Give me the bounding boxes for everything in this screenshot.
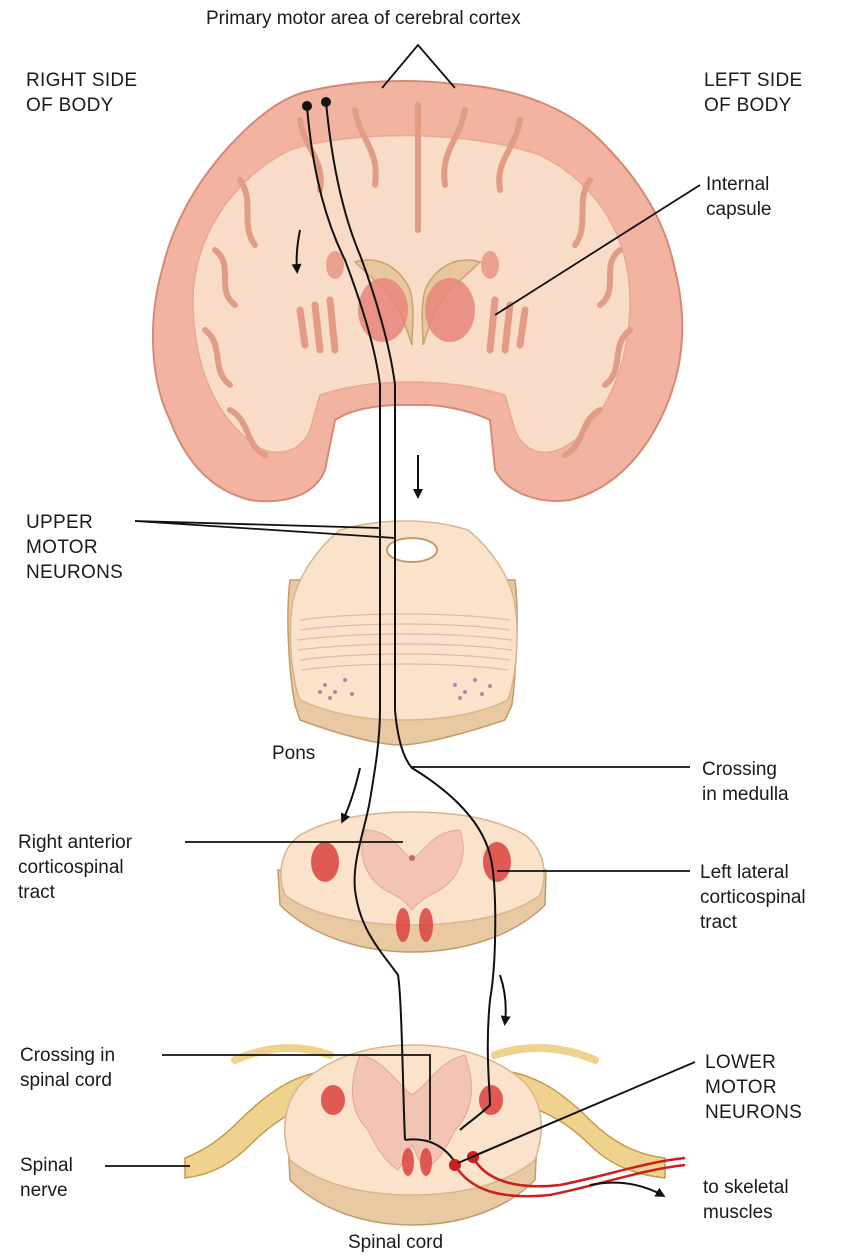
label-lower-motor-neurons: LOWER MOTOR NEURONS	[705, 1050, 802, 1125]
pons-section	[288, 521, 517, 745]
label-upper-motor-neurons: UPPER MOTOR NEURONS	[26, 510, 123, 585]
right-lateral-tract-cord	[321, 1085, 345, 1115]
spinal-cord-section	[185, 1045, 665, 1225]
anterior-tract-right	[419, 908, 433, 942]
label-spinal-cord: Spinal cord	[348, 1230, 443, 1255]
upper-motor-neuron-cell-body-2	[321, 97, 331, 107]
arrow-to-medulla	[343, 768, 360, 820]
medulla-section	[278, 812, 546, 952]
right-lateral-tract-medulla	[311, 842, 339, 882]
label-internal-capsule: Internal capsule	[706, 172, 772, 222]
dorsal-root-left	[235, 1048, 330, 1060]
label-left-lateral-corticospinal-tract: Left lateral corticospinal tract	[700, 860, 806, 935]
label-right-side-of-body: RIGHT SIDE OF BODY	[26, 68, 137, 118]
arrow-to-spinal-cord	[500, 975, 506, 1022]
label-to-skeletal-muscles: to skeletal muscles	[703, 1175, 789, 1225]
label-primary-motor-area: Primary motor area of cerebral cortex	[206, 6, 521, 31]
lower-motor-neuron-cell-body-1	[449, 1159, 461, 1171]
dorsal-root-right	[495, 1048, 595, 1060]
central-canal	[409, 855, 415, 861]
label-spinal-nerve: Spinal nerve	[20, 1153, 73, 1203]
label-crossing-in-spinal-cord: Crossing in spinal cord	[20, 1043, 115, 1093]
label-crossing-in-medulla: Crossing in medulla	[702, 757, 789, 807]
label-right-anterior-corticospinal-tract: Right anterior corticospinal tract	[18, 830, 132, 905]
arrow-to-skeletal-muscles	[590, 1183, 662, 1195]
label-left-side-of-body: LEFT SIDE OF BODY	[704, 68, 802, 118]
right-small-nucleus	[481, 251, 499, 279]
thalamus-right-nucleus	[425, 278, 475, 342]
left-small-nucleus	[326, 251, 344, 279]
anterior-tract-cord-left	[402, 1148, 414, 1176]
upper-motor-neuron-cell-body-1	[302, 101, 312, 111]
anterior-tract-cord-right	[420, 1148, 432, 1176]
thalamus-left-nucleus	[358, 278, 408, 342]
brain-coronal-section	[153, 81, 682, 501]
anterior-tract-left	[396, 908, 410, 942]
label-pons: Pons	[272, 741, 315, 766]
